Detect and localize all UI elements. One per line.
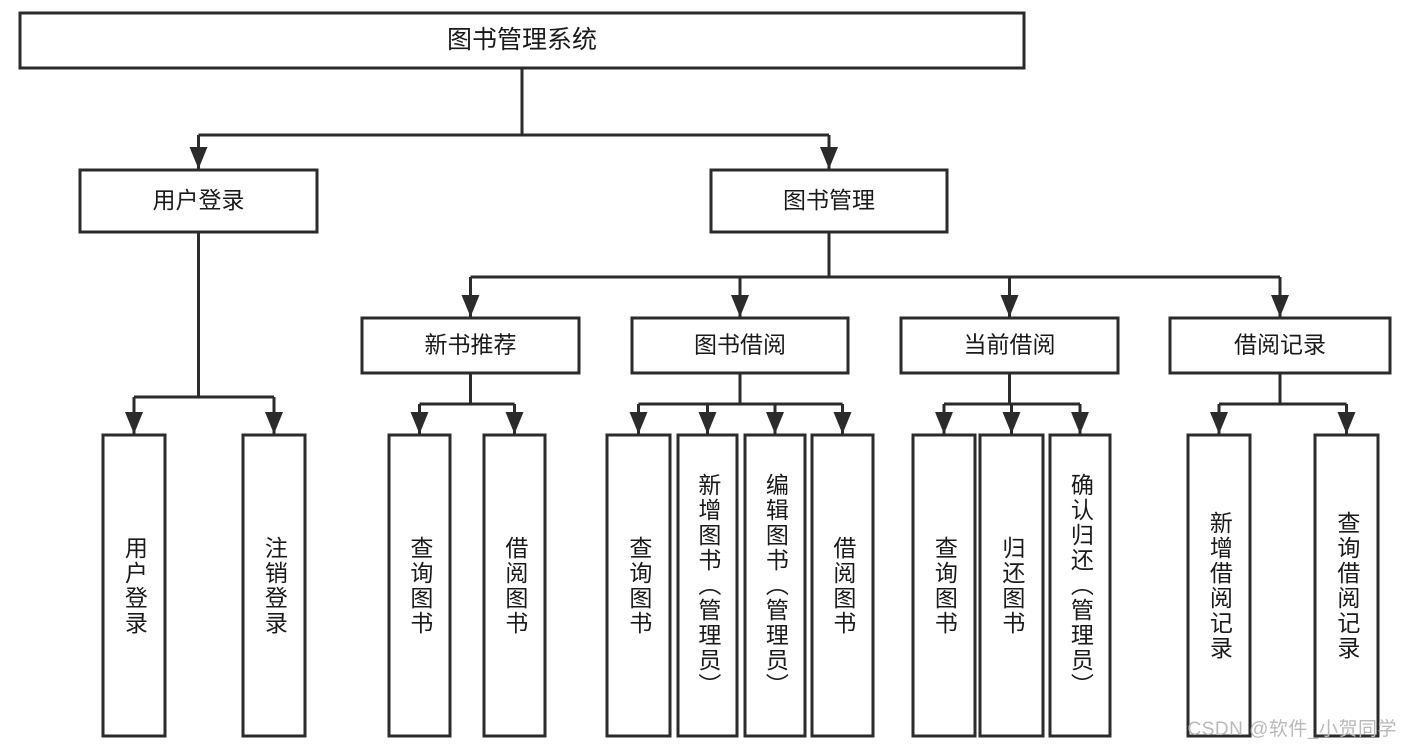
node-leaf-11[interactable]	[1186, 433, 1252, 738]
node-level2-label-1: 图书管理	[783, 187, 875, 213]
arrow-head-icon	[189, 147, 208, 169]
arrow-head-icon	[505, 412, 524, 434]
node-leaf-1[interactable]	[241, 433, 307, 738]
arrow-head-icon	[935, 412, 953, 434]
node-leaf-10[interactable]	[1048, 433, 1112, 738]
node-leaf-8[interactable]	[911, 433, 977, 738]
arrow-head-icon	[766, 412, 784, 434]
arrow-head-icon	[125, 412, 143, 434]
node-level3-2[interactable]	[899, 316, 1120, 375]
arrow-head-icon	[731, 295, 749, 317]
arrow-head-icon	[1210, 412, 1228, 434]
node-level3-label-3: 借阅记录	[1234, 332, 1326, 358]
arrow-head-icon	[1337, 412, 1356, 434]
node-level2-0[interactable]	[78, 168, 319, 234]
node-level2-label-0: 用户登录	[153, 187, 245, 213]
node-leaf-2[interactable]	[387, 433, 452, 738]
node-box-layer	[18, 11, 1392, 738]
arrow-head-icon	[410, 412, 429, 434]
node-level3-label-2: 当前借阅	[964, 332, 1056, 358]
node-leaf-12[interactable]	[1313, 433, 1380, 738]
arrow-head-icon	[461, 295, 480, 317]
node-level3-1[interactable]	[630, 316, 850, 375]
node-leaf-0[interactable]	[101, 433, 167, 738]
arrow-head-icon	[1071, 412, 1089, 434]
node-leaf-4[interactable]	[605, 433, 672, 738]
arrow-head-icon	[820, 147, 838, 169]
arrow-head-icon	[1271, 295, 1289, 317]
arrow-head-icon	[1002, 412, 1021, 434]
node-leaf-5[interactable]	[676, 433, 739, 738]
arrow-head-icon	[1000, 295, 1019, 317]
node-leaf-3[interactable]	[482, 433, 547, 738]
node-level3-0[interactable]	[360, 316, 581, 375]
node-leaf-6[interactable]	[743, 433, 807, 738]
node-level3-3[interactable]	[1168, 316, 1392, 375]
node-leaf-9[interactable]	[978, 433, 1045, 738]
node-leaf-7[interactable]	[810, 433, 875, 738]
connector-layer	[125, 68, 1356, 434]
node-level3-label-1: 图书借阅	[694, 332, 786, 358]
node-level2-1[interactable]	[709, 168, 949, 234]
node-root-label: 图书管理系统	[447, 26, 597, 54]
arrow-head-icon	[698, 412, 717, 434]
node-root[interactable]	[18, 11, 1026, 70]
arrow-head-icon	[265, 412, 283, 434]
csdn-watermark: CSDN @软件_小贺同学	[1187, 719, 1397, 740]
node-level3-label-0: 新书推荐	[425, 332, 517, 358]
arrow-head-icon	[629, 412, 648, 434]
arrow-head-icon	[833, 412, 852, 434]
